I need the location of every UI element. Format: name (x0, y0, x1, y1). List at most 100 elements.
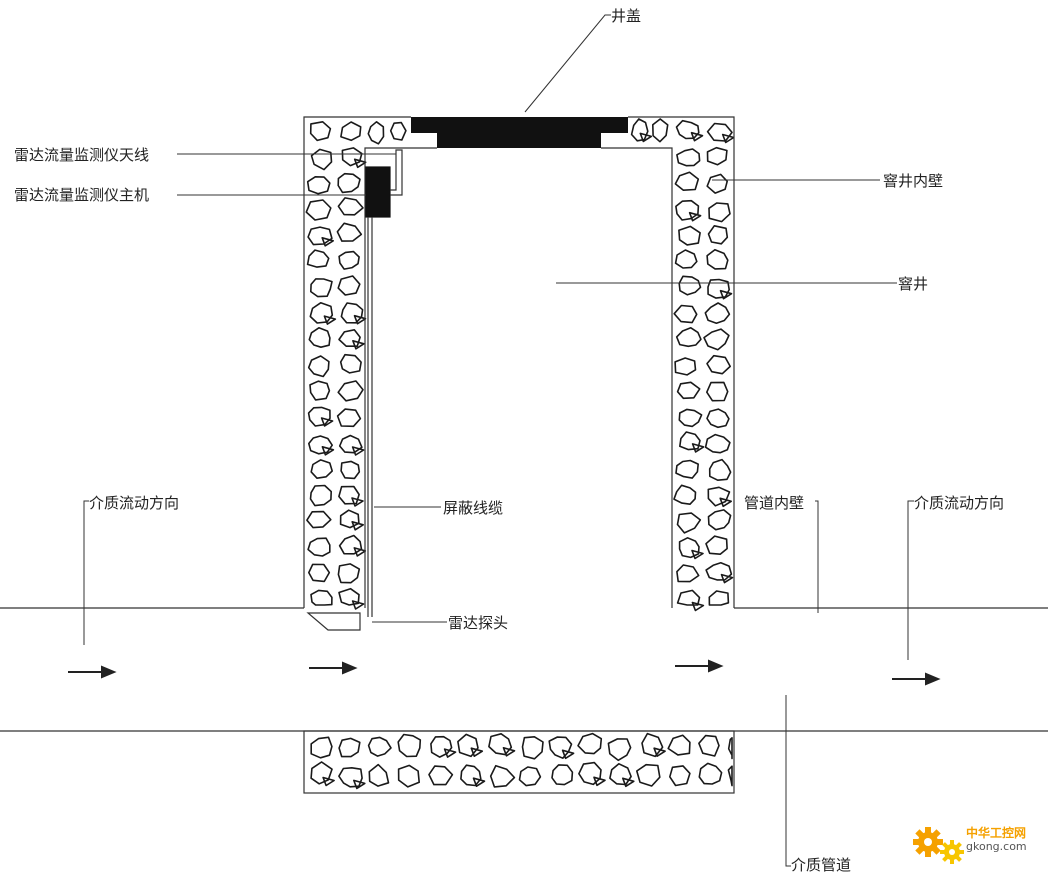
stone-chip (470, 747, 484, 758)
stone (307, 226, 333, 246)
label-radar-probe: 雷达探头 (448, 614, 509, 632)
stone (635, 763, 661, 787)
radar-probe (306, 612, 361, 631)
stone (707, 509, 732, 531)
stone-chip (688, 211, 702, 222)
stone (548, 736, 573, 760)
leader-flow-right (907, 500, 914, 660)
stone (678, 275, 702, 296)
stone (698, 762, 723, 785)
left-wall-inner (364, 147, 437, 608)
stone (368, 763, 390, 787)
stone (489, 764, 516, 788)
leader-lines (83, 14, 914, 867)
stone (337, 197, 364, 216)
stone (307, 355, 330, 378)
stone-chip (639, 132, 653, 143)
radar-host (365, 166, 391, 218)
stone (310, 148, 333, 171)
stone (698, 734, 720, 757)
stone (308, 326, 331, 349)
stone-chip (690, 131, 704, 142)
stone (678, 431, 701, 451)
label-well: 窨井 (898, 275, 929, 293)
stone (305, 199, 332, 221)
watermark-brand: 中华工控网 (966, 826, 1027, 840)
stone (337, 380, 364, 402)
stone (676, 564, 700, 583)
label-radar-host: 雷达流量监测仪主机 (14, 186, 150, 204)
stone-chip (472, 777, 486, 788)
stone (651, 118, 669, 143)
bottom-slab (303, 730, 735, 794)
label-cover: 井盖 (611, 7, 642, 25)
stone-chip (593, 776, 606, 787)
stone (338, 534, 363, 555)
watermark-url: gkong.com (966, 840, 1027, 853)
stone (428, 765, 454, 786)
stone (727, 765, 733, 787)
stone (727, 736, 733, 760)
stone (706, 122, 733, 142)
stone-chip (719, 497, 733, 508)
stone-chip (443, 748, 457, 758)
stone (518, 766, 542, 787)
label-flow-direction-left: 介质流动方向 (89, 494, 180, 512)
stone-chip (321, 445, 335, 456)
stone-chip (323, 315, 337, 325)
stone (707, 278, 731, 299)
label-pipe-inner-wall: 管道内壁 (744, 494, 805, 512)
stone (667, 734, 691, 756)
stone (340, 460, 361, 480)
stone (339, 509, 360, 529)
stone-chip (352, 779, 366, 790)
stone-chip (691, 443, 705, 453)
stone-chip (321, 237, 335, 247)
stone-chip (353, 158, 367, 169)
stone (389, 121, 407, 141)
label-radar-antenna: 雷达流量监测仪天线 (14, 146, 150, 164)
stone (707, 486, 731, 507)
stone (337, 275, 361, 296)
stone (706, 354, 732, 375)
flow-arrow-head (925, 672, 941, 686)
stone (674, 171, 700, 191)
structure-outlines (0, 116, 1048, 794)
stone (609, 762, 632, 786)
stone-chip (653, 747, 666, 758)
stone (339, 353, 362, 374)
stone (309, 484, 333, 507)
stone (705, 535, 728, 556)
stone (457, 733, 479, 758)
stone (340, 302, 364, 324)
stone (338, 328, 361, 348)
label-flow-direction-right: 介质流动方向 (914, 494, 1005, 512)
leader-flow-left (83, 500, 89, 645)
stone (641, 732, 664, 758)
stone (707, 225, 729, 245)
stone-chip (561, 749, 575, 760)
stone-chip (353, 547, 367, 557)
stone (676, 512, 702, 534)
stone (708, 202, 731, 223)
stone (309, 278, 333, 298)
leader-cover (524, 14, 611, 113)
stone (307, 435, 334, 455)
stone (577, 732, 603, 755)
stone (668, 765, 691, 787)
stone (306, 249, 330, 268)
stone (309, 380, 331, 401)
stone (309, 301, 334, 324)
stone (338, 250, 360, 270)
stone (307, 406, 331, 427)
stone (705, 561, 733, 581)
stone-chip (502, 746, 516, 757)
radar-antenna (390, 149, 403, 196)
stone-chip (351, 497, 364, 507)
stone (337, 563, 361, 584)
stone (676, 381, 701, 400)
label-medium-pipe: 介质管道 (791, 856, 852, 874)
stone (309, 121, 332, 142)
